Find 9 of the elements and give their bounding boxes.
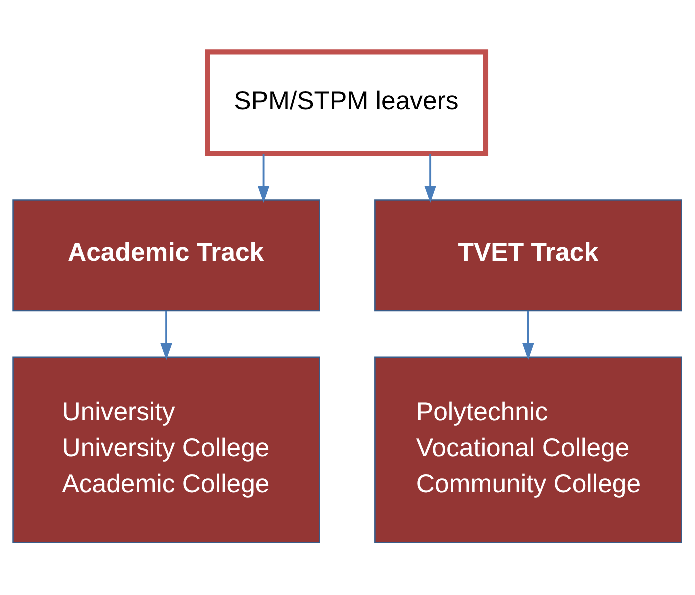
arrow xyxy=(258,154,270,203)
node-box: Academic Track xyxy=(12,200,320,312)
arrow xyxy=(522,311,534,360)
node-box: TVET Track xyxy=(374,200,682,312)
arrow xyxy=(424,154,436,203)
node-box: SPM/STPM leavers xyxy=(205,50,489,156)
node-box: Polytechnic Vocational College Community College xyxy=(374,356,682,544)
arrow xyxy=(160,311,172,360)
node-box: University University College Academic College xyxy=(12,356,320,544)
